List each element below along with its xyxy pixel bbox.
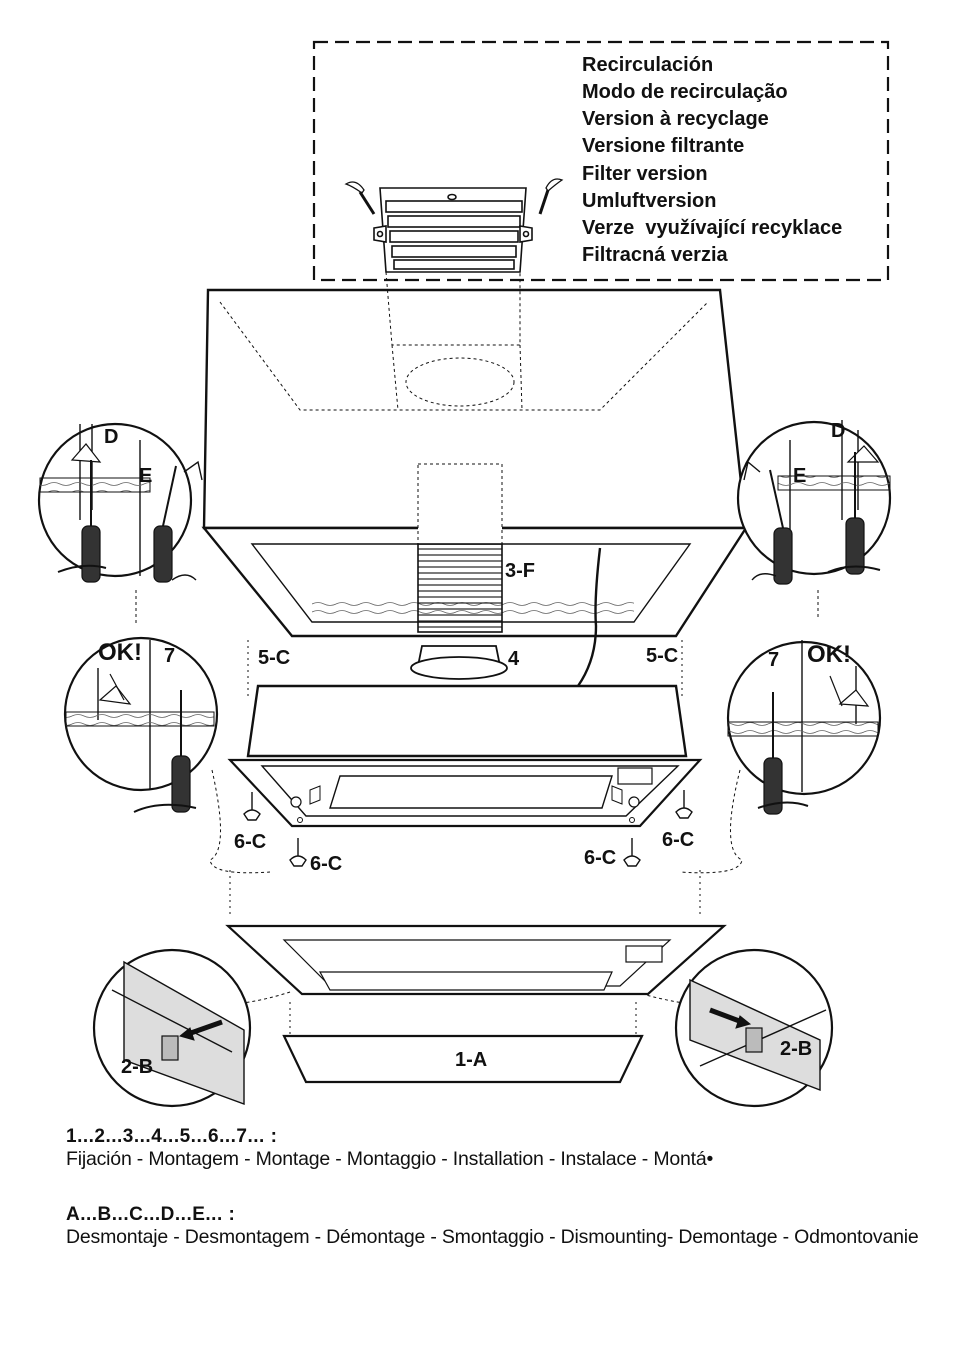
screw-icon bbox=[344, 178, 564, 215]
callout-right-bottom bbox=[674, 948, 834, 1108]
panel-1a bbox=[282, 1034, 644, 1084]
label-ok-left: OK! bbox=[98, 639, 142, 666]
label-6c-right-b: 6-C bbox=[584, 847, 616, 869]
power-cable bbox=[577, 547, 602, 687]
callout-left-mid bbox=[63, 636, 219, 813]
mode-en: Filter version bbox=[582, 163, 708, 185]
mode-fr: Version à recyclage bbox=[582, 108, 769, 130]
mounting-text: Fijación - Montagem - Montage - Montaggi… bbox=[66, 1148, 714, 1170]
label-6c-left-a: 6-C bbox=[234, 831, 266, 853]
mode-cs: Verze využívající recyklace bbox=[582, 217, 842, 239]
mode-it: Versione filtrante bbox=[582, 135, 744, 157]
recirculation-box bbox=[312, 40, 890, 282]
flexible-duct bbox=[417, 463, 503, 633]
callout-right-top bbox=[736, 420, 892, 585]
label-7-right: 7 bbox=[768, 649, 779, 671]
callout-left-top bbox=[37, 422, 203, 583]
label-e-left: E bbox=[139, 465, 152, 487]
trim-frame bbox=[225, 924, 727, 996]
duct-flange bbox=[410, 645, 508, 680]
label-7-left: 7 bbox=[164, 645, 175, 667]
label-ok-right: OK! bbox=[807, 641, 851, 668]
label-5c-right: 5-C bbox=[646, 645, 678, 667]
recirculation-mode-list: Recirculación Modo de recirculação Versi… bbox=[582, 54, 842, 266]
mode-sk: Filtracná verzia bbox=[582, 244, 729, 266]
label-d-right: D bbox=[831, 420, 845, 442]
guide-lines bbox=[229, 640, 701, 1034]
label-1a: 1-A bbox=[455, 1049, 487, 1071]
mode-es: Recirculación bbox=[582, 54, 713, 76]
mounting-section: 1...2...3...4...5...6...7... : Fijación … bbox=[66, 1126, 926, 1171]
callout-right-mid bbox=[726, 640, 882, 815]
label-duct: 3-F bbox=[505, 560, 535, 582]
label-flange: 4 bbox=[508, 648, 520, 670]
mounting-steps: 1...2...3...4...5...6...7... : bbox=[66, 1126, 278, 1147]
label-2b-left: 2-B bbox=[121, 1056, 153, 1078]
callout-left-bottom bbox=[92, 948, 252, 1108]
label-2b-right: 2-B bbox=[780, 1038, 812, 1060]
dismounting-section: A...B...C...D...E... : Desmontaje - Desm… bbox=[66, 1204, 926, 1249]
hood-body bbox=[227, 684, 703, 828]
filter-grille bbox=[373, 187, 533, 273]
label-e-right: E bbox=[793, 465, 806, 487]
dismounting-text: Desmontaje - Desmontagem - Démontage - S… bbox=[66, 1226, 919, 1248]
dismounting-steps: A...B...C...D...E... : bbox=[66, 1204, 236, 1225]
label-5c-left: 5-C bbox=[258, 647, 290, 669]
screw-icon bbox=[243, 790, 693, 867]
mode-de: Umluftversion bbox=[582, 190, 716, 212]
mode-pt: Modo de recirculação bbox=[582, 81, 788, 103]
label-d-left: D bbox=[104, 426, 118, 448]
label-6c-right-a: 6-C bbox=[662, 829, 694, 851]
label-6c-left-b: 6-C bbox=[310, 853, 342, 875]
